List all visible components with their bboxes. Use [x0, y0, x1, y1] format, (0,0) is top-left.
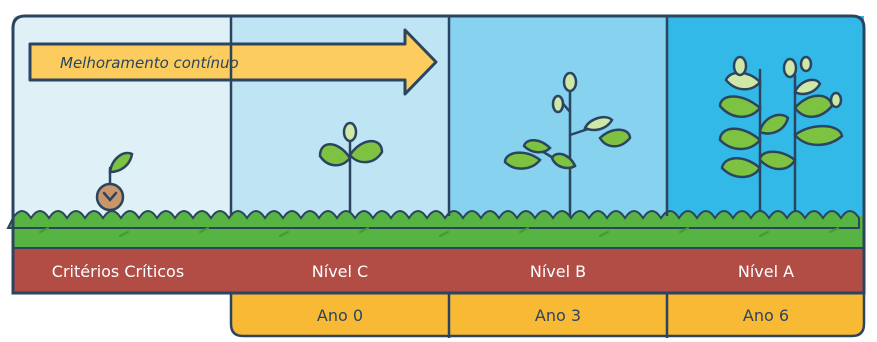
year-band — [229, 291, 866, 338]
year-label-ano-0: Ano 0 — [317, 306, 363, 325]
stage-label-band — [13, 248, 864, 293]
small-plant-icon — [318, 121, 384, 230]
stage-label-nivel-a: Nível A — [738, 262, 794, 281]
stage-label-nivel-b: Nível B — [530, 262, 586, 281]
outer-frame — [11, 14, 866, 295]
grass-strip — [6, 210, 864, 248]
year-label-ano-6: Ano 6 — [743, 306, 789, 325]
stage-label-criterios-criticos: Critérios Críticos — [52, 262, 184, 281]
large-plant-icon — [718, 55, 844, 230]
improvement-arrow: Melhoramento contínuo — [28, 28, 438, 96]
year-label-ano-3: Ano 3 — [535, 306, 581, 325]
improvement-arrow-label: Melhoramento contínuo — [60, 54, 239, 72]
medium-plant-icon — [503, 71, 632, 230]
stage-label-nivel-c: Nível C — [312, 262, 368, 281]
